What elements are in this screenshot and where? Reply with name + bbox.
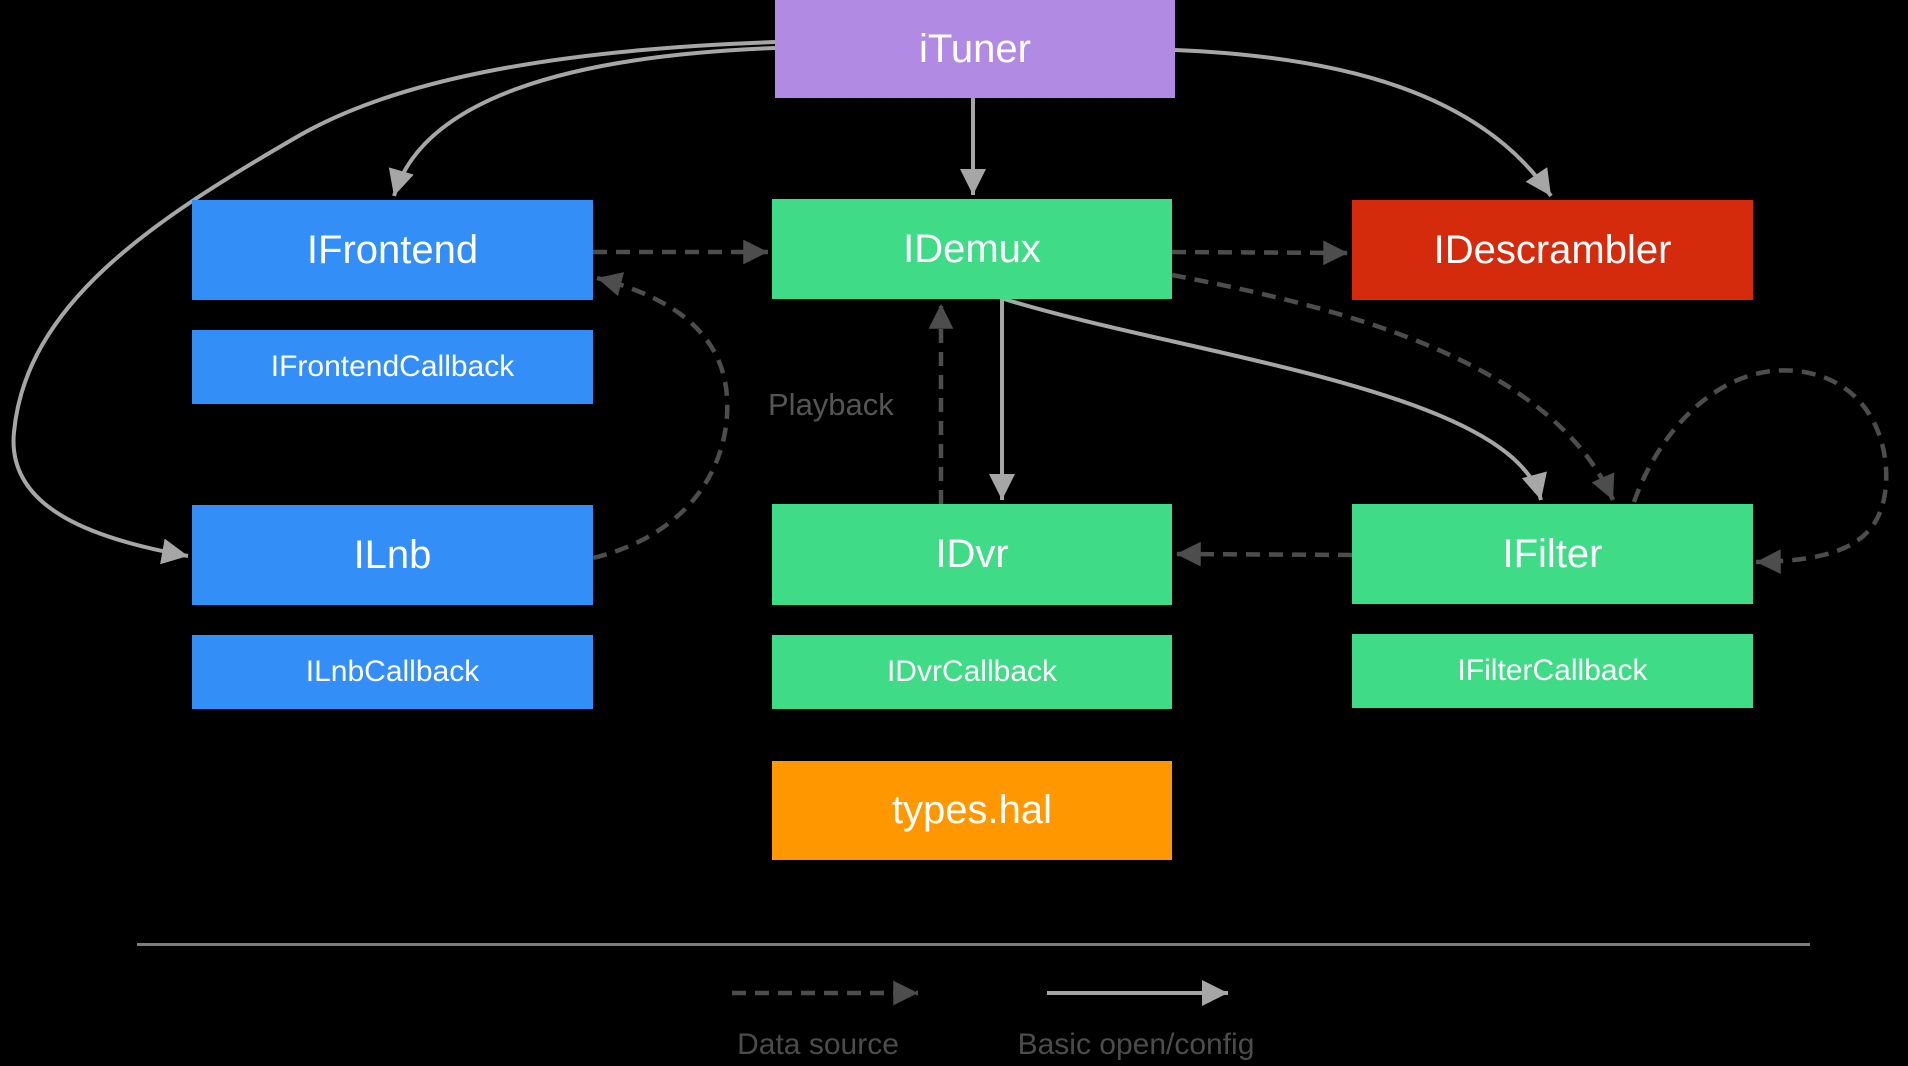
- node-ifilter-label: IFilter: [1502, 531, 1603, 576]
- arrow-ifilter-self-loop-dashed: [1631, 368, 1889, 575]
- arrow-idemux-to-ifilter: [1003, 297, 1547, 501]
- arrow-ituner-to-ifrontend: [388, 46, 776, 197]
- node-idvr: IDvr: [772, 504, 1172, 605]
- node-idemux: IDemux: [772, 199, 1172, 299]
- node-idescrambler-label: IDescrambler: [1433, 227, 1672, 272]
- node-idescrambler: IDescrambler: [1352, 200, 1753, 300]
- node-idvr-callback: IDvrCallback: [772, 635, 1172, 709]
- legend-data-source-label: Data source: [737, 1028, 899, 1061]
- arrow-ituner-to-idescrambler: [1174, 48, 1553, 198]
- legend-divider: [137, 943, 1810, 946]
- node-ilnb: ILnb: [192, 505, 593, 605]
- node-idvr-callback-label: IDvrCallback: [886, 655, 1058, 688]
- node-ifilter-callback: IFilterCallback: [1352, 634, 1753, 708]
- node-idvr-label: IDvr: [935, 532, 1009, 576]
- node-ifilter: IFilter: [1352, 504, 1753, 604]
- node-ifilter-callback-label: IFilterCallback: [1457, 654, 1648, 687]
- node-types-hal: types.hal: [772, 761, 1172, 860]
- legend-basic-open-config-label: Basic open/config: [1017, 1028, 1255, 1061]
- node-ituner-label: iTuner: [919, 26, 1031, 71]
- arrow-ituner-to-ilnb: [11, 40, 776, 565]
- node-ifrontend-callback-label: IFrontendCallback: [270, 350, 515, 383]
- node-ilnb-callback-label: ILnbCallback: [305, 655, 480, 688]
- node-idemux-label: IDemux: [903, 226, 1041, 271]
- node-ifrontend-callback: IFrontendCallback: [192, 330, 593, 404]
- arrow-idemux-to-ifilter-dashed: [1171, 272, 1616, 501]
- arrow-ifilter-to-idvr-dashed: [1175, 541, 1353, 567]
- node-ifrontend-label: IFrontend: [306, 227, 479, 272]
- node-ifrontend: IFrontend: [192, 200, 593, 300]
- arrow-idemux-to-idescrambler-dashed: [1171, 240, 1349, 266]
- arrow-ilnb-to-ifrontend-dashed: [592, 272, 730, 561]
- node-ilnb-callback: ILnbCallback: [192, 635, 593, 709]
- playback-label: Playback: [768, 387, 894, 422]
- node-ilnb-label: ILnb: [353, 532, 432, 577]
- node-ituner: iTuner: [775, 0, 1175, 98]
- node-types-hal-label: types.hal: [891, 788, 1053, 832]
